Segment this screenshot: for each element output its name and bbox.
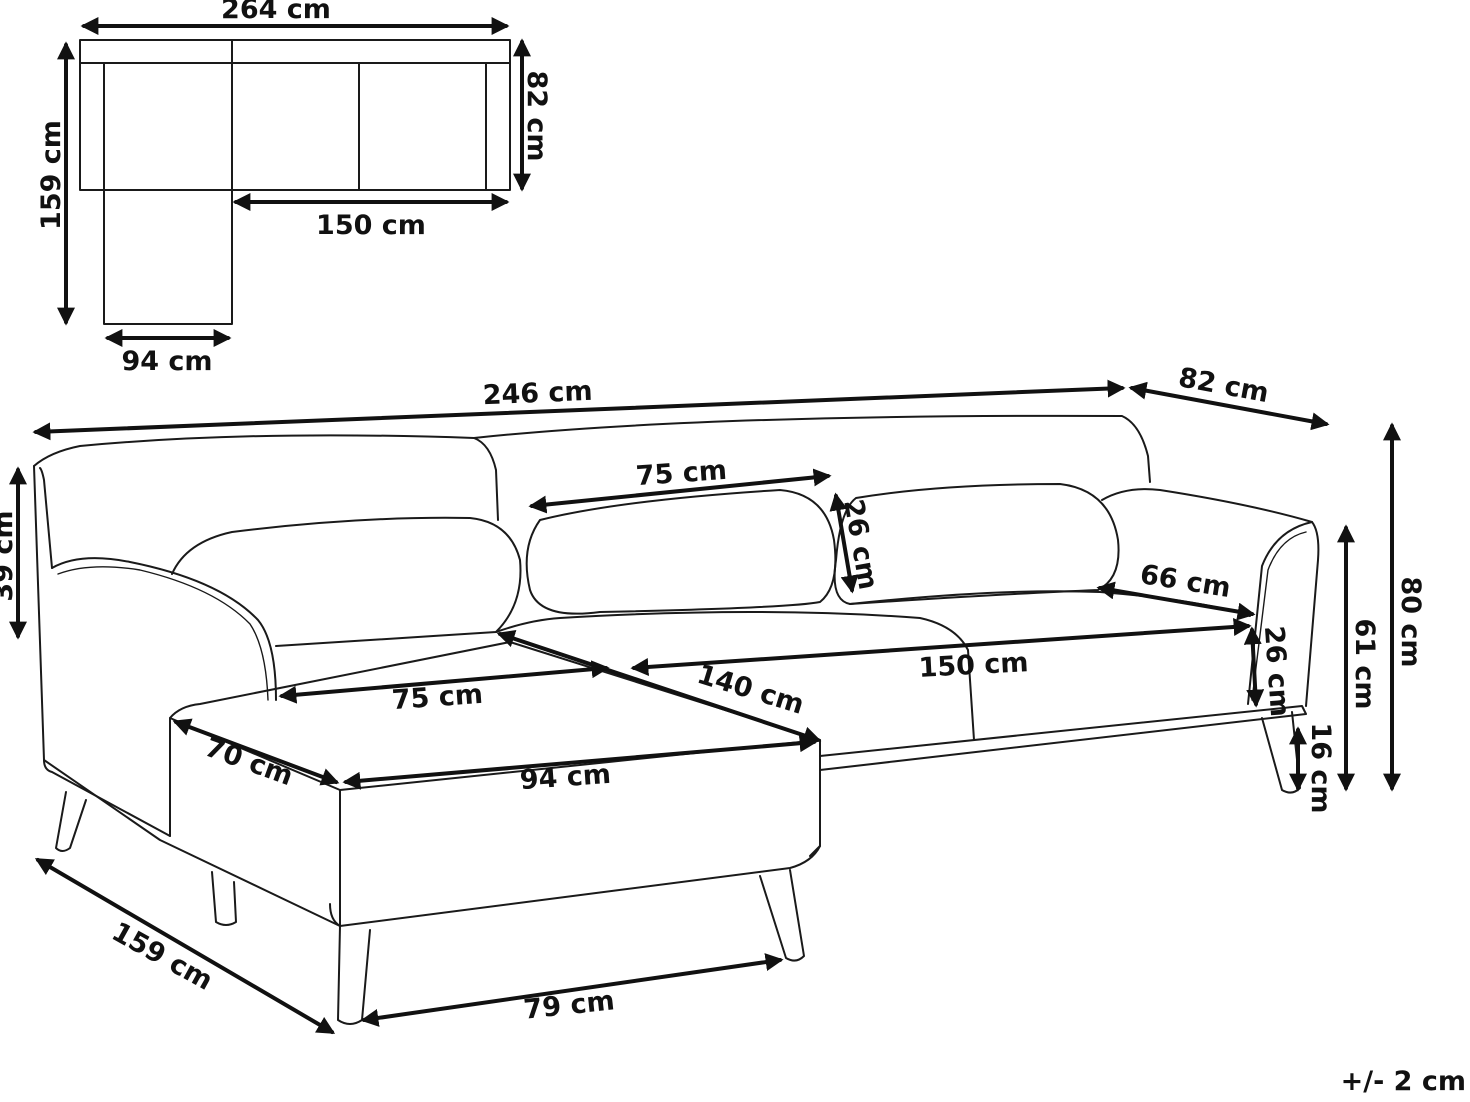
dim-line-seat-cushion-height [1243,626,1265,708]
dim-line-cushion-width [528,468,832,514]
label-armrest-height: 39 cm [0,510,19,601]
label-depth-total: 159 cm [36,120,67,230]
back-cushion-middle [525,489,837,615]
label-overall-width: 246 cm [482,376,593,411]
dim-line-cushion-height [829,492,859,594]
label-seat-cushion-height: 26 cm [1258,625,1295,718]
label-chaise-leg-span: 79 cm [522,985,616,1025]
sofa-right-armrest [1305,521,1320,707]
top-view-dimensions: 264 cm 159 cm 82 cm 150 cm 94 cm [36,0,552,377]
label-seat-height: 61 cm [1349,618,1380,709]
top-view-plan [79,39,511,325]
label-seat-width: 150 cm [918,647,1029,684]
label-height: 80 cm [1395,576,1426,667]
label-cushion-width: 75 cm [635,455,728,492]
dim-line-chaise-width [342,734,818,790]
label-chaise-width: 94 cm [519,759,612,796]
sofa-leg-front-middle [337,925,371,1025]
front-view-dimensions: 246 cm 82 cm 80 cm 61 cm 16 cm 39 cm 75 … [0,362,1426,1034]
label-chaise-seat-depth: 70 cm [201,732,297,792]
sofa-leg-front-left [211,871,237,926]
dim-line-chaise-length [496,630,822,744]
label-tolerance: +/- 2 cm [1341,1066,1466,1097]
back-cushion-left [171,516,522,647]
dim-line-depth [1128,381,1330,431]
sofa-left-armrest [51,557,277,701]
sofa-leg-back-left [55,791,87,852]
dim-line-overall-width [32,379,1126,441]
dim-line-chaise-leg-span [360,953,784,1027]
dim-line-chaise-total-length [34,858,336,1034]
dim-line-chaise-seat-depth [172,718,340,786]
sofa-leg-back-right [1261,711,1301,794]
label-width-total: 264 cm [221,0,331,25]
label-depth: 82 cm [1176,362,1271,409]
sofa-front-view [33,414,1320,1025]
label-chaise-length: 140 cm [693,659,807,721]
label-width-main: 150 cm [316,210,426,241]
sofa-backrest [33,434,499,521]
dim-line-seat-depth [1096,581,1256,621]
label-leg-height: 16 cm [1305,722,1336,813]
label-depth-main: 82 cm [521,70,552,161]
label-chaise-width-top: 94 cm [121,346,212,377]
dim-line-chaise-seat-width [278,660,610,704]
label-chaise-seat-width: 75 cm [391,679,484,716]
sofa-leg-front-right [759,869,805,962]
